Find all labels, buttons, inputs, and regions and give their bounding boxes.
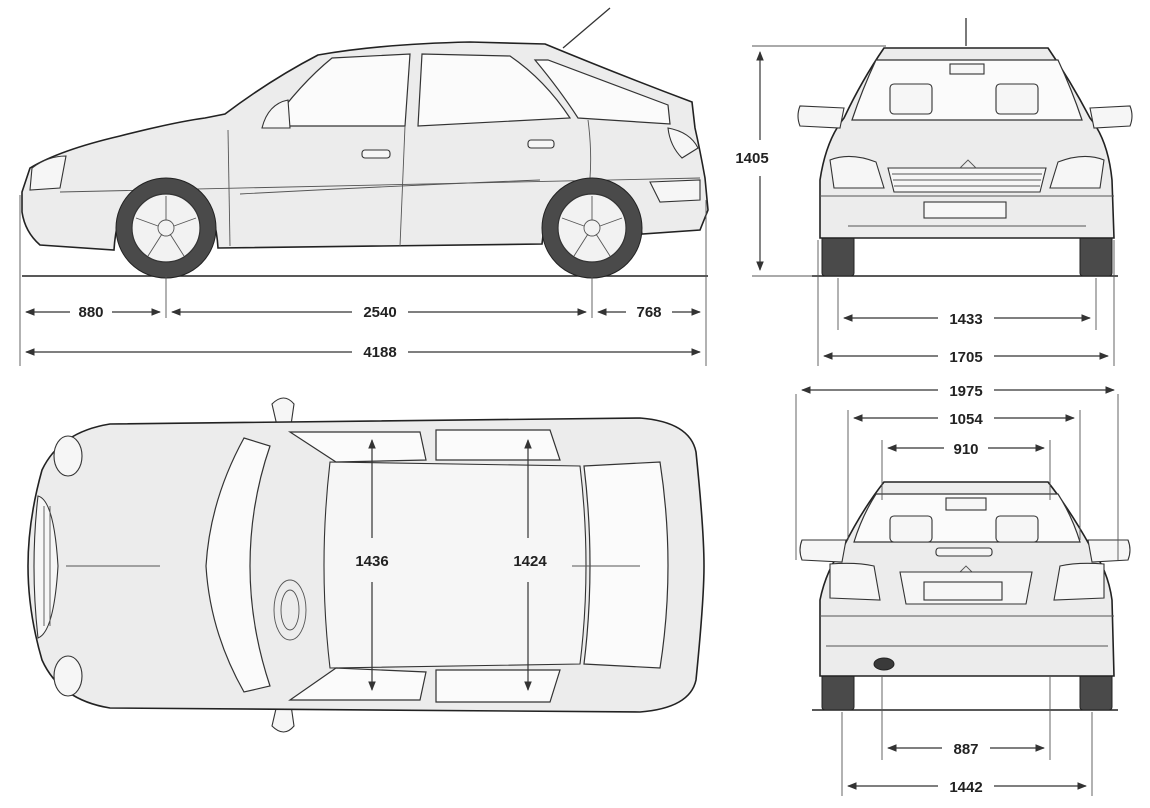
- side-view: 880 2540 768 4188: [19, 7, 709, 366]
- wheelbase-label: 2540: [363, 304, 396, 321]
- overall-length-label: 4188: [363, 344, 396, 361]
- dim-front-track: 1433: [843, 311, 1091, 328]
- top-rear-window: [583, 461, 669, 669]
- dim-rear-overhang: 768: [597, 304, 701, 321]
- width-with-mirrors-label: 1975: [949, 383, 982, 400]
- rear-view: 1975 1054 910 887 1442: [795, 383, 1131, 796]
- dim-front-overhang: 880: [25, 304, 161, 321]
- interior-width-front-label: 1436: [355, 553, 388, 570]
- rear-track-label: 1442: [949, 779, 982, 796]
- side-rear-wheel: [541, 177, 643, 279]
- dim-wheelbase: 2540: [171, 304, 587, 321]
- top-view: 1436 1424: [27, 397, 705, 733]
- front-track-label: 1433: [949, 311, 982, 328]
- dim-body-width: 1705: [823, 349, 1109, 366]
- front-overhang-label: 880: [78, 304, 103, 321]
- dim-overall-height: 1405: [735, 51, 769, 271]
- interior-width-rear-label: 1424: [513, 553, 547, 570]
- rear-axle-inner-label: 887: [953, 741, 978, 758]
- top-roof: [323, 461, 587, 669]
- dim-interior-width-rear: 1424: [513, 439, 547, 691]
- dim-interior-width-front: 1436: [355, 439, 389, 691]
- rear-window-width-label: 1054: [949, 411, 983, 428]
- dim-overall-length: 4188: [25, 344, 701, 361]
- front-view: 1405 1433 1705: [735, 18, 1133, 366]
- dim-rear-glass-width: 910: [887, 441, 1045, 458]
- rear-overhang-label: 768: [636, 304, 661, 321]
- dim-rear-axle-inner: 887: [887, 741, 1045, 758]
- top-windshield: [205, 437, 271, 693]
- side-rear-window: [417, 53, 572, 127]
- side-front-wheel: [115, 177, 217, 279]
- dim-rear-track: 1442: [847, 779, 1087, 796]
- overall-height-label: 1405: [735, 150, 768, 167]
- dim-rear-window-width: 1054: [853, 411, 1075, 428]
- rear-glass-width-label: 910: [953, 441, 978, 458]
- dim-width-with-mirrors: 1975: [801, 383, 1115, 400]
- body-width-label: 1705: [949, 349, 982, 366]
